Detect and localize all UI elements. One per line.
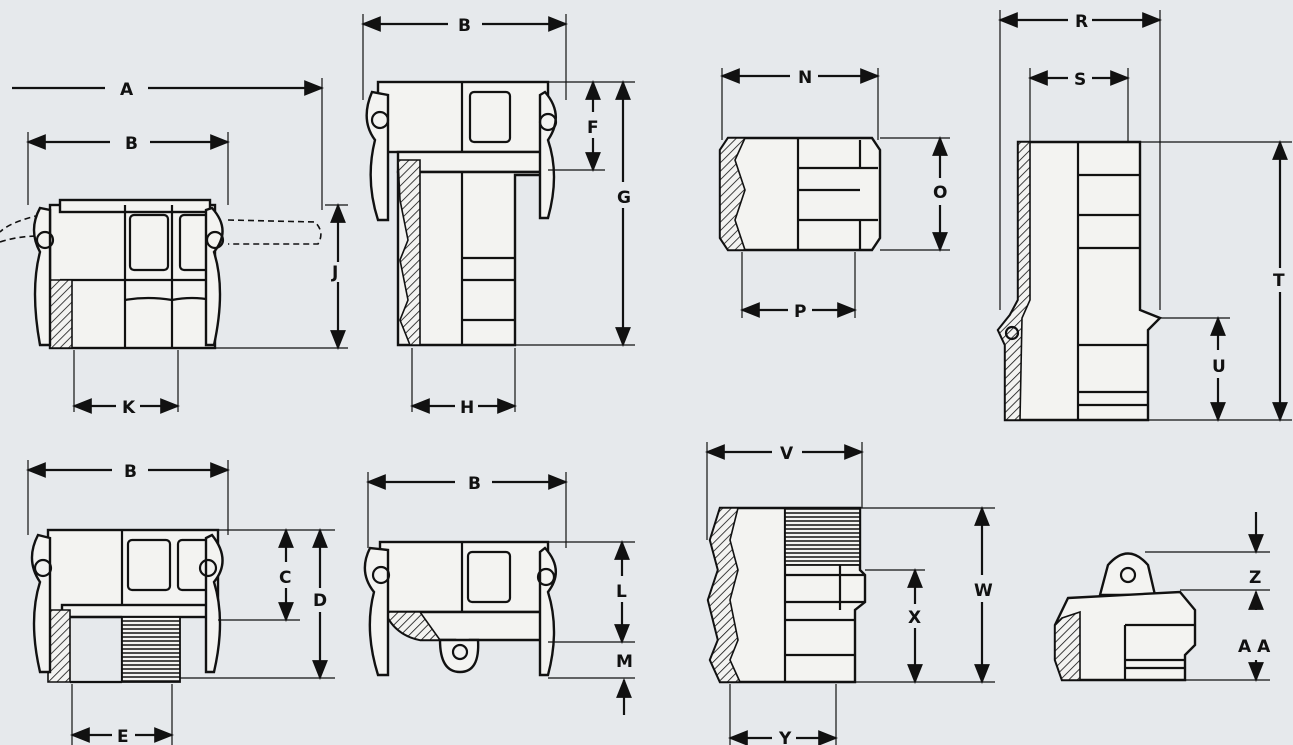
part-adapter-male-thread — [706, 506, 867, 684]
part-coupler-hose-shank — [365, 80, 558, 347]
label-l: L — [616, 582, 627, 602]
label-u: U — [1212, 357, 1226, 377]
label-f: F — [587, 118, 599, 138]
label-o: O — [933, 183, 947, 203]
label-v: V — [780, 444, 794, 464]
dimension-lines-part3: N O P — [720, 68, 950, 322]
part-coupler-male-thread — [30, 528, 224, 684]
label-e: E — [117, 727, 129, 745]
dimension-lines-part7: V W X Y — [705, 442, 995, 745]
label-m: M — [616, 652, 633, 672]
label-r: R — [1075, 12, 1088, 32]
label-z: Z — [1249, 568, 1261, 588]
dimension-lines-part6: B L M — [366, 472, 635, 715]
label-b3: B — [124, 462, 137, 482]
label-w: W — [974, 581, 993, 601]
label-a: A — [120, 80, 134, 100]
dimension-lines-part8: Z A A — [1145, 512, 1271, 682]
dimension-lines-part5: B C D E — [26, 460, 335, 745]
dimension-lines-part1: A B J K — [12, 78, 348, 418]
label-b1: B — [125, 134, 138, 154]
label-x: X — [908, 608, 921, 628]
label-b2: B — [458, 16, 471, 36]
part-dust-cap — [363, 540, 557, 677]
label-c: C — [279, 568, 291, 588]
label-g: G — [617, 188, 631, 208]
dimension-lines-part2: B F G H — [361, 14, 635, 418]
label-aa: A A — [1238, 637, 1271, 657]
label-d: D — [313, 591, 327, 611]
label-t: T — [1273, 271, 1285, 291]
label-h: H — [460, 398, 474, 418]
part-dust-plug — [1053, 552, 1197, 682]
label-s: S — [1074, 70, 1086, 90]
label-n: N — [798, 68, 812, 88]
label-p: P — [794, 302, 806, 322]
part-coupler-female-thread — [0, 198, 322, 350]
part-adapter-female-thread — [718, 136, 882, 252]
label-k: K — [122, 398, 136, 418]
dimension-lines-part4: R S T U — [998, 10, 1292, 422]
part-adapter-hose-shank — [996, 140, 1163, 422]
label-j: J — [331, 263, 338, 283]
label-b4: B — [468, 474, 481, 494]
label-y: Y — [778, 729, 792, 745]
